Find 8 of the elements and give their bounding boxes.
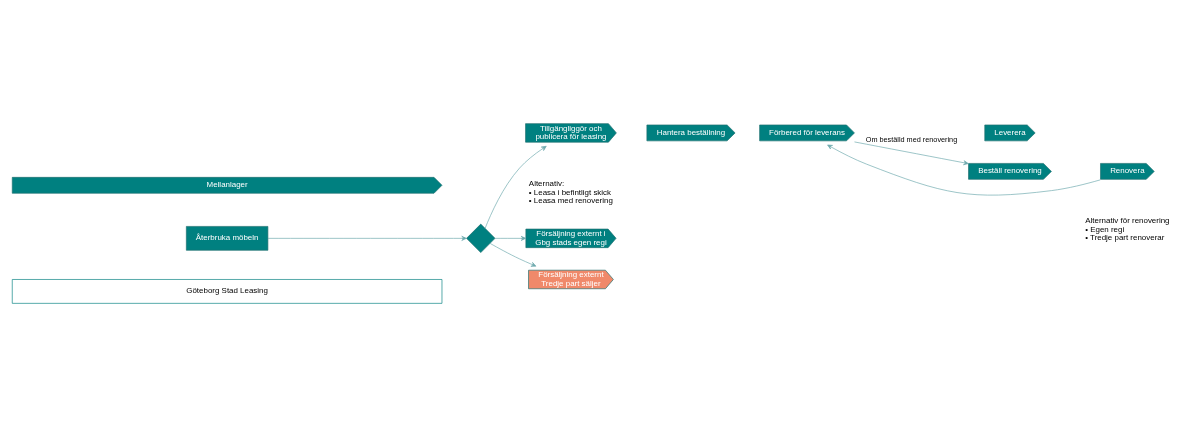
edge-label: Om beställd med renovering: [865, 135, 958, 145]
arrow: [494, 235, 527, 241]
arrow: [854, 141, 969, 166]
arrow: [827, 144, 1101, 196]
arrow: [267, 235, 467, 241]
arrow: [484, 145, 547, 229]
node-diamond: [466, 223, 496, 253]
arrow: [489, 243, 537, 267]
